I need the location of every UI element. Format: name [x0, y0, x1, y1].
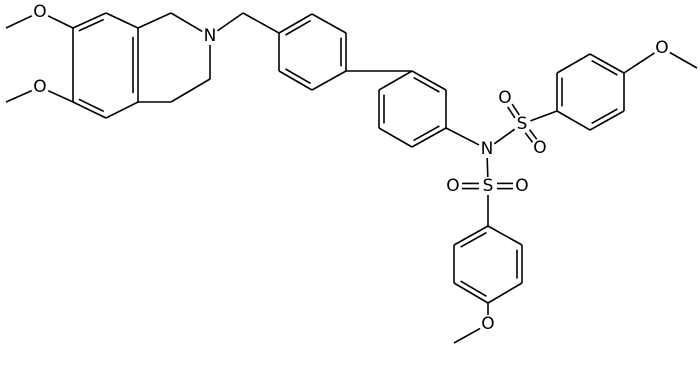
bond-40: [493, 128, 516, 145]
bond-35: [378, 70, 413, 91]
atom-label-sulfonyl-o2: O: [533, 138, 546, 158]
bond-0: [105, 12, 139, 29]
bond-61: [453, 282, 489, 304]
bond-15: [5, 15, 33, 29]
aromatic-bond-27: [285, 68, 311, 85]
aromatic-bond-66: [460, 280, 487, 297]
bond-53: [623, 52, 655, 74]
atom-label-sulfonyl-o1: O: [498, 88, 511, 108]
atom-label-methoxy-o-top: O: [33, 2, 46, 22]
bond-9: [137, 12, 172, 29]
bond-10: [170, 12, 203, 33]
bond-43: [530, 110, 558, 122]
bond-25: [278, 13, 313, 34]
atom-label-sulfur-lower: S: [483, 176, 494, 196]
bond-3: [72, 101, 107, 119]
bond-22: [311, 70, 347, 91]
double-bond-41-a: [511, 103, 520, 116]
atom-label-sulfur-upper: S: [517, 114, 528, 134]
bond-24: [311, 13, 347, 34]
atom-label-sulfonamide-n: N: [481, 139, 494, 159]
atom-label-methoxy-o-right: O: [655, 38, 668, 58]
bond-2: [105, 101, 139, 119]
bond-21: [278, 70, 313, 91]
atom-label-amine-n: N: [204, 26, 217, 46]
bond-32: [411, 127, 447, 148]
aromatic-bond-65: [460, 231, 487, 248]
bond-64: [487, 225, 523, 246]
bond-59: [453, 225, 489, 246]
aromatic-bond-52: [591, 108, 618, 125]
atom-label-methoxy-o-left: O: [33, 77, 46, 97]
bond-18: [216, 12, 244, 32]
bond-48: [589, 110, 625, 131]
bond-layer: [5, 12, 698, 344]
bond-12: [170, 78, 211, 103]
bond-5: [72, 12, 107, 29]
bond-46: [589, 53, 625, 74]
bond-31: [378, 127, 413, 148]
aromatic-bond-51: [591, 59, 618, 76]
bond-45: [556, 53, 591, 74]
aromatic-bond-26: [285, 19, 311, 36]
bond-17: [5, 89, 33, 103]
double-bond-42-b: [528, 129, 538, 140]
bond-39: [445, 127, 480, 146]
atom-label-layer: O O N N S O O O S O O O: [33, 2, 668, 334]
bond-34: [411, 70, 447, 91]
bond-54: [669, 51, 698, 69]
aromatic-bond-37: [413, 125, 440, 142]
bond-16: [47, 89, 74, 103]
bond-62: [487, 282, 523, 304]
atom-label-sulfonyl-o4: O: [515, 176, 528, 196]
bond-55: [486, 157, 489, 178]
bond-69: [453, 327, 481, 344]
bond-49: [556, 110, 591, 131]
aromatic-bond-38: [413, 76, 440, 93]
atom-label-methoxy-o-bottom: O: [481, 314, 494, 334]
double-bond-42-a: [524, 132, 534, 143]
atom-label-sulfonyl-o3: O: [446, 176, 459, 196]
bond-19: [242, 12, 280, 34]
aromatic-bond-6: [78, 18, 105, 32]
bond-14: [47, 15, 74, 29]
double-bond-41-b: [507, 106, 516, 119]
aromatic-bond-8: [78, 98, 105, 113]
